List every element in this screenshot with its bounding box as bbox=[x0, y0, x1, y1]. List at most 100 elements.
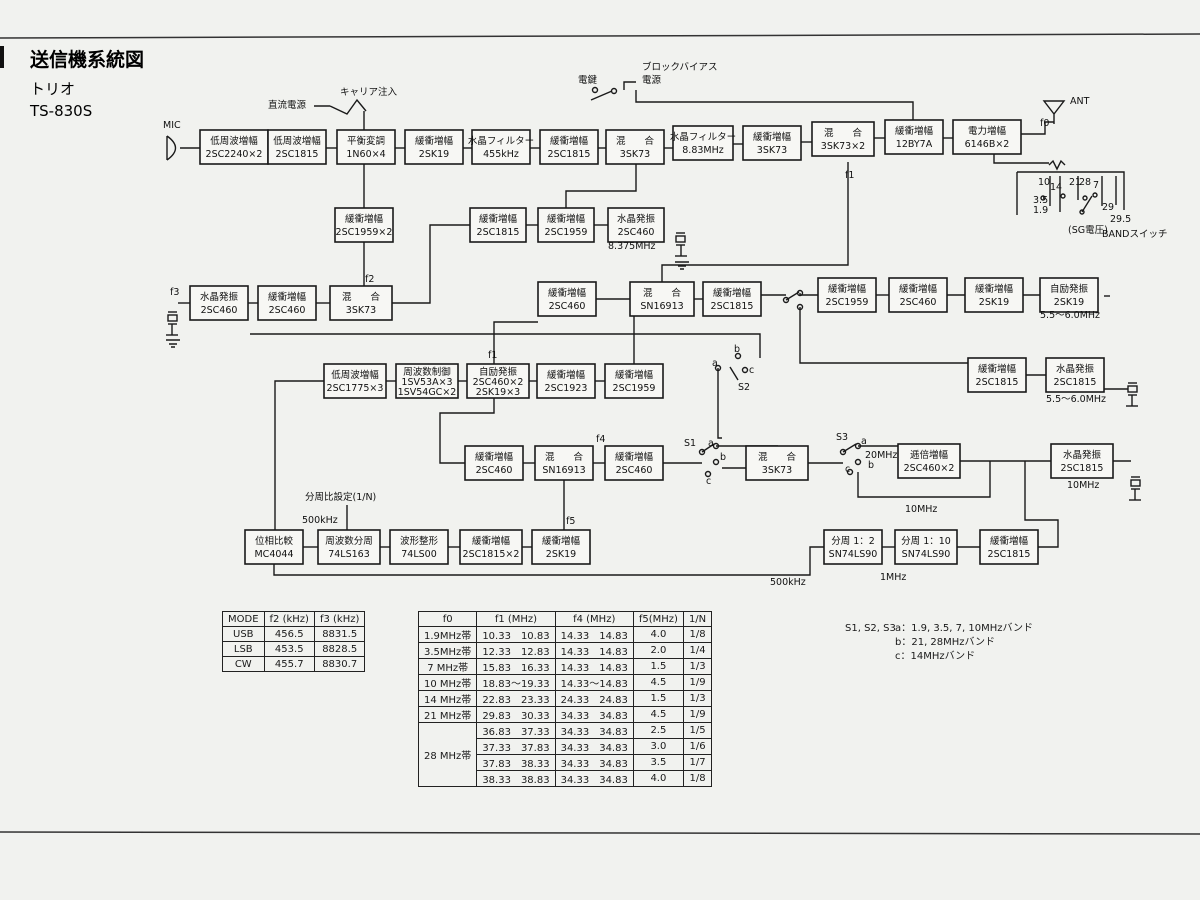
label-s2b: b bbox=[720, 452, 726, 463]
label-range2: 5.5～6.0MHz bbox=[1046, 394, 1106, 405]
label-b4: 28 bbox=[1079, 177, 1091, 188]
block-function-label: 水晶発振 bbox=[1056, 363, 1095, 375]
block-device-label: 2SC460 bbox=[476, 465, 513, 476]
block-device-label: 2SC1815 bbox=[976, 377, 1019, 388]
label-s2c: c bbox=[706, 476, 711, 487]
table-cell: 12.33 12.83 bbox=[476, 642, 556, 659]
label-mhz1: 1MHz bbox=[880, 572, 906, 583]
label-b9: 29.5 bbox=[1110, 214, 1131, 225]
block-device-label: 1SV54GC×2 bbox=[398, 387, 457, 398]
table-cell: 1/7 bbox=[682, 754, 713, 771]
block-function-label: 緩衝増幅 bbox=[615, 451, 654, 463]
switch-vfo-select-icon bbox=[782, 289, 804, 311]
block-device-label: 6146B×2 bbox=[965, 139, 1010, 150]
signal-wire bbox=[857, 461, 991, 498]
block-device-label: 2SC460 bbox=[616, 465, 653, 476]
table-cell: 14.33 14.83 bbox=[554, 626, 634, 643]
table-cell: 29.83 30.33 bbox=[476, 706, 556, 723]
block-device-label: 3SK73 bbox=[757, 145, 787, 156]
table-cell: 1/9 bbox=[682, 674, 713, 691]
block-device-label: 3SK73 bbox=[620, 149, 650, 160]
table-cell: 14.33 14.83 bbox=[554, 658, 634, 675]
block-device-label: MC4044 bbox=[254, 549, 293, 560]
block-function-label: 波形整形 bbox=[400, 535, 439, 547]
block-device-label: SN16913 bbox=[542, 465, 585, 476]
block-frame bbox=[389, 529, 449, 565]
block-frame bbox=[604, 363, 664, 399]
signal-wire bbox=[274, 380, 324, 530]
signal-wire bbox=[493, 321, 538, 364]
table-cell: 14.33 14.83 bbox=[554, 642, 634, 659]
switch-s3-icon bbox=[839, 442, 862, 476]
block-function-label: 緩衝増幅 bbox=[828, 283, 867, 295]
table-cell: 453.5 bbox=[263, 641, 315, 657]
label-s2a: a bbox=[708, 438, 714, 449]
block-function-label: 緩衝増幅 bbox=[895, 125, 934, 137]
block-device-label: 3SK73×2 bbox=[821, 141, 865, 152]
block-frame bbox=[884, 119, 944, 155]
block-frame bbox=[257, 285, 317, 321]
column-header: MODE bbox=[222, 611, 265, 627]
column-header: f3 (kHz) bbox=[313, 611, 366, 627]
label-f3: f3 bbox=[170, 287, 179, 298]
block-frame bbox=[607, 207, 665, 243]
block-device-label: 2SC1815 bbox=[276, 149, 319, 160]
table-cell: 3.5MHz帯 bbox=[417, 642, 478, 659]
signal-wire bbox=[392, 224, 470, 304]
block-device-label: 2SK19×3 bbox=[476, 387, 520, 398]
block-frame bbox=[1050, 443, 1114, 479]
table-cell: 34.33 34.83 bbox=[554, 706, 634, 723]
block-frame bbox=[471, 129, 531, 165]
block-device-label: 2SC1815 bbox=[1054, 377, 1097, 388]
label-f5: f5 bbox=[566, 516, 575, 527]
table-cell: 34.33 34.83 bbox=[554, 754, 634, 771]
label-sb: b bbox=[734, 344, 740, 355]
key-switch-icon bbox=[590, 86, 618, 101]
block-device-label: 2SC460×2 bbox=[473, 377, 524, 388]
block-device-label: 2SK19 bbox=[1054, 297, 1084, 308]
column-header: f0 bbox=[417, 611, 478, 627]
table-cell: 18.83～19.33 bbox=[476, 674, 556, 691]
block-function-label: 平衡変調 bbox=[347, 135, 385, 147]
block-frame bbox=[897, 443, 961, 479]
signal-wire bbox=[1024, 461, 1059, 548]
label-b7: 7 bbox=[1093, 180, 1099, 191]
diagram-title: 送信機系統図 bbox=[30, 48, 144, 71]
column-header: f1 (MHz) bbox=[476, 611, 556, 627]
label-f4: f4 bbox=[596, 434, 605, 445]
block-frame bbox=[629, 281, 695, 317]
block-frame bbox=[539, 129, 599, 165]
block-function-label: 緩衝増幅 bbox=[542, 535, 581, 547]
crystal-icon bbox=[166, 311, 178, 336]
block-frame bbox=[537, 207, 595, 243]
signal-labels: MICキャリア注入直流電源電鍵ブロックバイアス電源ANTf0f1f2f38.37… bbox=[163, 61, 1167, 588]
table-cell: 1/6 bbox=[682, 738, 713, 755]
block-frame bbox=[334, 207, 394, 243]
block-frame bbox=[469, 207, 527, 243]
block-buf18: 緩衝増幅 2SC460 bbox=[604, 445, 664, 481]
block-device-label: 3SK73 bbox=[762, 465, 792, 476]
column-header: f5(MHz) bbox=[632, 611, 684, 627]
antenna-icon bbox=[1042, 100, 1066, 124]
block-device-label: 2SK19 bbox=[546, 549, 576, 560]
block-frame bbox=[894, 529, 958, 565]
table-cell: 1/8 bbox=[682, 770, 713, 787]
